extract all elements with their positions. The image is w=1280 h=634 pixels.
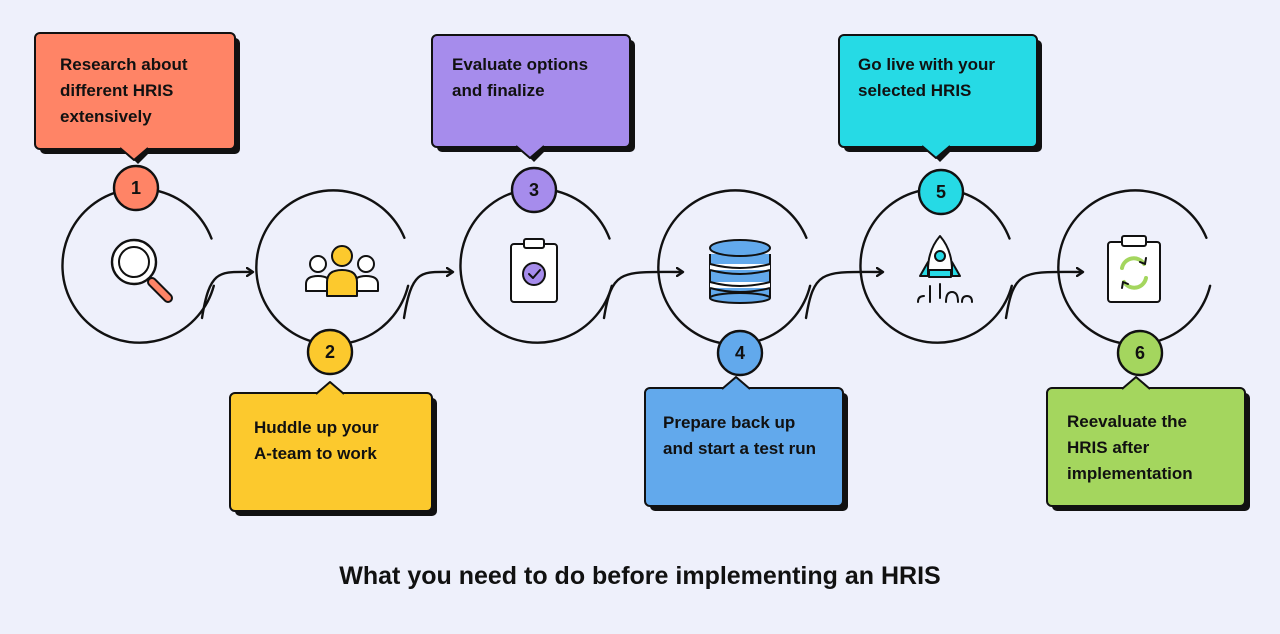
step-4-text: Prepare back up and start a test run: [663, 413, 817, 458]
team-icon: [305, 245, 379, 297]
step-3-badge: [510, 166, 558, 214]
step-5-number: 5: [935, 182, 946, 202]
connector-arrow: [1004, 272, 1082, 320]
database-icon: [709, 239, 771, 304]
step-1-callout: [34, 32, 240, 164]
step-1-circle: [61, 187, 215, 344]
step-1-badge: [112, 164, 160, 212]
diagram-title: What you need to do before implementing …: [339, 562, 941, 590]
step-2-callout: [229, 381, 437, 516]
step-2-badge: [306, 328, 354, 376]
step-4-circle: [657, 189, 812, 346]
connector-arrow: [804, 272, 882, 320]
step-3-callout: [431, 34, 635, 162]
step-2-text: Huddle up your A-team to work: [254, 418, 379, 463]
step-6-number: 6: [1134, 343, 1145, 363]
step-6-badge: [1116, 329, 1164, 377]
step-4-callout: [644, 376, 848, 511]
step-5-callout: [838, 34, 1042, 162]
connector-arrows: [200, 272, 1082, 320]
step-2-circle: [255, 189, 410, 346]
clipboard-refresh-icon: [1107, 235, 1161, 303]
connector-arrow: [602, 272, 682, 320]
step-3-text: Evaluate options and finalize: [452, 55, 589, 100]
step-6-circle: [1057, 189, 1212, 346]
step-4-badge: [716, 329, 764, 377]
connector-arrow: [402, 272, 452, 320]
step-4-number: 4: [734, 343, 745, 363]
step-1-text: Research about different HRIS extensivel…: [60, 55, 188, 126]
step-3-circle: [459, 187, 613, 344]
step-2-number: 2: [324, 342, 335, 362]
magnifier-icon: [110, 238, 173, 303]
step-5-badge: [917, 168, 965, 216]
step-5-text: Go live with your selected HRIS: [858, 55, 995, 100]
clipboard-check-icon: [510, 238, 558, 303]
step-6-callout: [1046, 376, 1250, 511]
step-6-text: Reevaluate the HRIS after implementation: [1067, 412, 1193, 483]
step-3-number: 3: [528, 180, 539, 200]
rocket-icon: [917, 235, 973, 303]
connector-arrow: [200, 272, 252, 320]
step-1-number: 1: [130, 178, 141, 198]
